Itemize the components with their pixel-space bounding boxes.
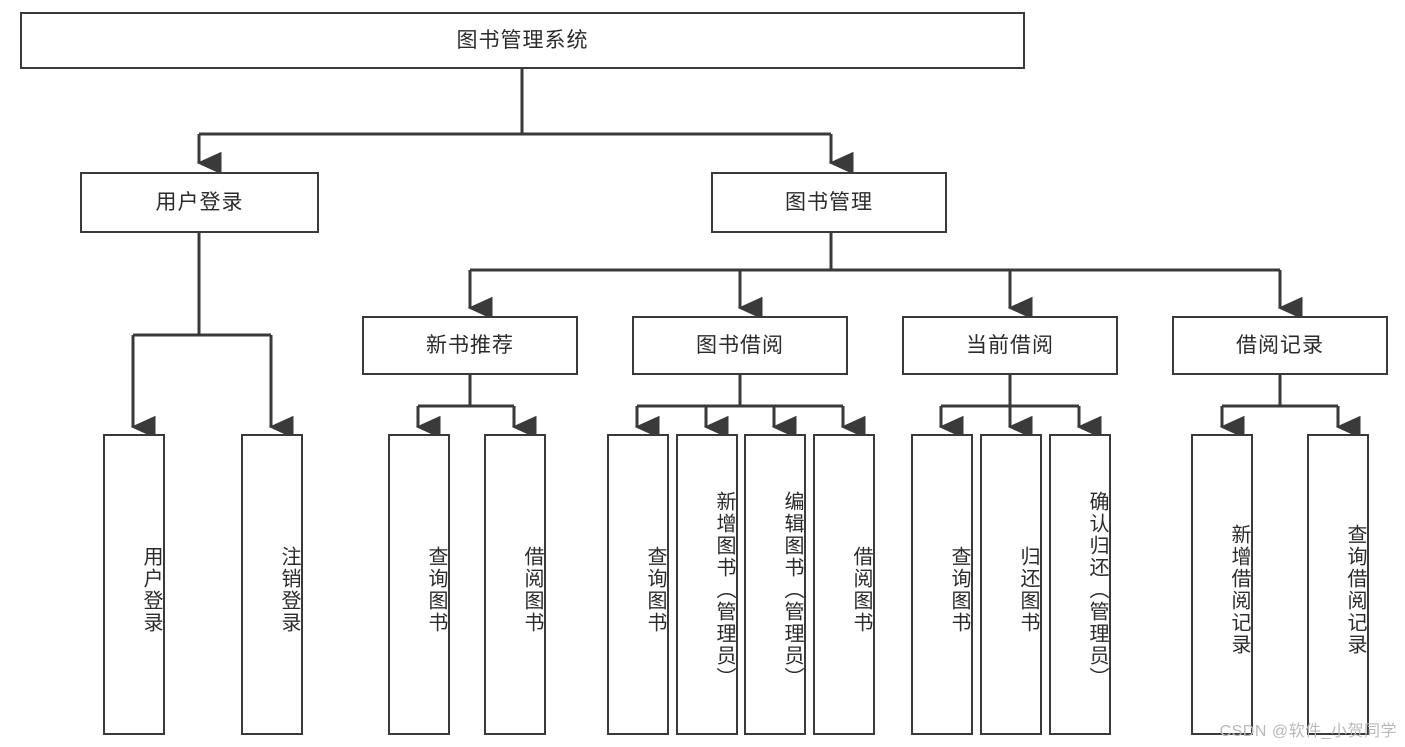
leaf-book-borrow-add-book-admin[interactable]: 新增图书（管理员） xyxy=(676,434,738,735)
node-borrow-record[interactable]: 借阅记录 xyxy=(1172,316,1388,375)
node-label: 图书管理 xyxy=(785,190,873,214)
node-book-borrow[interactable]: 图书借阅 xyxy=(632,316,848,375)
leaf-current-borrow-query-book[interactable]: 查询图书 xyxy=(911,434,973,735)
leaf-book-borrow-edit-book-admin[interactable]: 编辑图书（管理员） xyxy=(744,434,806,735)
leaf-new-book-borrow-book[interactable]: 借阅图书 xyxy=(484,434,546,735)
node-label: 图书借阅 xyxy=(696,333,784,357)
leaf-user-login-logout[interactable]: 注销登录 xyxy=(241,434,303,735)
node-label: 归还图书 xyxy=(1017,545,1039,634)
node-label: 查询图书 xyxy=(948,545,970,634)
leaf-borrow-record-query-record[interactable]: 查询借阅记录 xyxy=(1307,434,1369,735)
node-label: 确认归还（管理员） xyxy=(1086,490,1108,689)
node-label: 借阅图书 xyxy=(521,545,543,634)
node-label: 查询图书 xyxy=(644,545,666,634)
node-label: 新书推荐 xyxy=(426,333,514,357)
node-label: 新增图书（管理员） xyxy=(713,490,735,689)
node-user-login[interactable]: 用户登录 xyxy=(80,172,319,233)
node-label: 编辑图书（管理员） xyxy=(781,490,803,689)
node-label: 查询借阅记录 xyxy=(1344,523,1366,656)
leaf-borrow-record-add-record[interactable]: 新增借阅记录 xyxy=(1191,434,1253,735)
node-new-book-recommend[interactable]: 新书推荐 xyxy=(362,316,578,375)
node-root-book-management-system[interactable]: 图书管理系统 xyxy=(20,12,1025,69)
node-current-borrow[interactable]: 当前借阅 xyxy=(902,316,1118,375)
node-label: 借阅图书 xyxy=(850,545,872,634)
leaf-book-borrow-query-book[interactable]: 查询图书 xyxy=(607,434,669,735)
leaf-new-book-query-book[interactable]: 查询图书 xyxy=(388,434,450,735)
node-label: 借阅记录 xyxy=(1236,333,1324,357)
leaf-current-borrow-confirm-return-admin[interactable]: 确认归还（管理员） xyxy=(1049,434,1111,735)
leaf-user-login-login[interactable]: 用户登录 xyxy=(103,434,165,735)
csdn-watermark: CSDN @软件_小贺同学 xyxy=(1219,723,1397,740)
node-label: 用户登录 xyxy=(140,545,162,634)
node-label: 注销登录 xyxy=(278,545,300,634)
node-label: 用户登录 xyxy=(155,190,244,214)
node-label: 新增借阅记录 xyxy=(1228,523,1250,656)
node-label: 图书管理系统 xyxy=(456,28,589,52)
node-label: 当前借阅 xyxy=(966,333,1054,357)
node-label: 查询图书 xyxy=(425,545,447,634)
leaf-current-borrow-return-book[interactable]: 归还图书 xyxy=(980,434,1042,735)
node-book-management[interactable]: 图书管理 xyxy=(711,172,947,233)
leaf-book-borrow-borrow-book[interactable]: 借阅图书 xyxy=(813,434,875,735)
